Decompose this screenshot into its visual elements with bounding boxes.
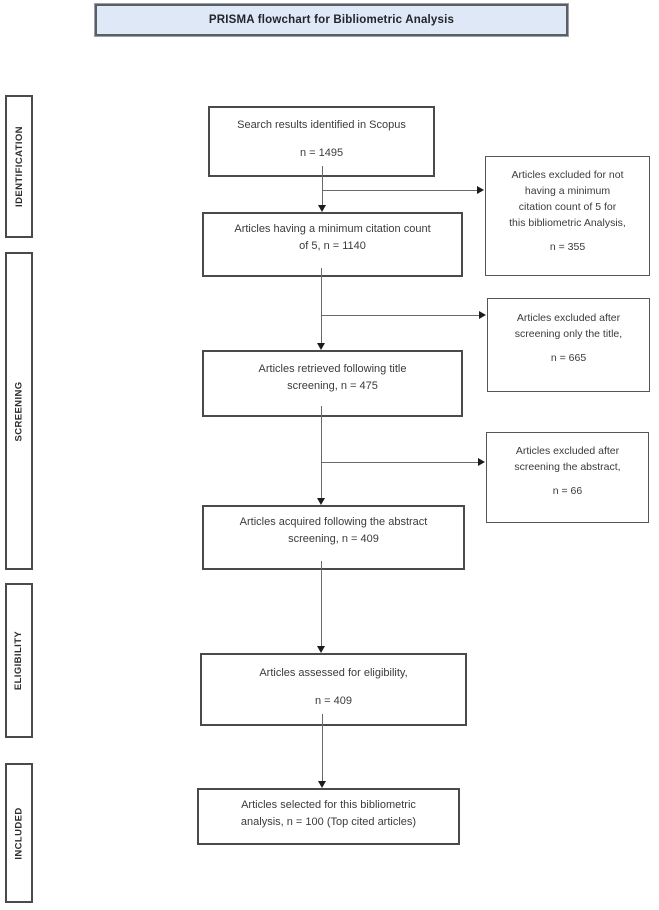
stage-included: INCLUDED — [5, 763, 33, 903]
flow-box-title-screening-line2: screening, n = 475 — [287, 380, 378, 392]
arrowhead-down-2 — [317, 343, 325, 350]
flow-box-abstract-screening-line1: Articles acquired following the abstract — [239, 516, 428, 528]
exclusion-box-citation-line3: citation count of 5 for — [518, 201, 617, 213]
arrowhead-down-4 — [317, 646, 325, 653]
exclusion-box-citation-line4: this bibliometric Analysis, — [509, 217, 626, 229]
flow-box-included: Articles selected for this bibliometric … — [197, 788, 460, 845]
flow-box-title-screening-line1: Articles retrieved following title — [258, 363, 407, 375]
flow-box-eligibility-line1: Articles assessed for eligibility, — [259, 667, 408, 679]
exclusion-box-abstract: Articles excluded after screening the ab… — [486, 432, 649, 523]
connector-v2 — [321, 268, 322, 344]
flow-box-title-screening: Articles retrieved following title scree… — [202, 350, 463, 417]
connector-v3 — [321, 406, 322, 499]
stage-screening: SCREENING — [5, 252, 33, 570]
stage-identification-label: IDENTIFICATION — [13, 126, 25, 207]
exclusion-box-citation-line1: Articles excluded for not — [511, 169, 624, 181]
exclusion-box-title: Articles excluded after screening only t… — [487, 298, 650, 392]
exclusion-box-abstract-line1: Articles excluded after — [515, 445, 620, 457]
stage-screening-label: SCREENING — [13, 380, 25, 442]
connector-v4 — [321, 561, 322, 647]
arrowhead-down-3 — [317, 498, 325, 505]
flow-box-search-results-count: n = 1495 — [299, 147, 344, 159]
flow-box-abstract-screening-line2: screening, n = 409 — [288, 533, 379, 545]
arrowhead-right-3 — [478, 458, 485, 466]
flow-box-eligibility-count: n = 409 — [314, 695, 352, 707]
flow-box-min-citation-line1: Articles having a minimum citation count — [234, 223, 431, 235]
exclusion-box-citation-line2: having a minimum — [524, 185, 611, 197]
stage-included-label: INCLUDED — [13, 806, 25, 860]
arrowhead-down-5 — [318, 781, 326, 788]
diagram-title: PRISMA flowchart for Bibliometric Analys… — [94, 3, 569, 37]
flow-box-included-line2: analysis, n = 100 (Top cited articles) — [240, 816, 417, 828]
exclusion-box-citation-count: n = 355 — [549, 241, 586, 253]
flow-box-min-citation: Articles having a minimum citation count… — [202, 212, 463, 277]
flow-box-min-citation-line2: of 5, n = 1140 — [299, 240, 366, 252]
exclusion-box-abstract-line2: screening the abstract, — [514, 461, 621, 473]
arrowhead-right-1 — [477, 186, 484, 194]
exclusion-box-citation: Articles excluded for not having a minim… — [485, 156, 650, 276]
arrowhead-down-1 — [318, 205, 326, 212]
flow-box-search-results-line1: Search results identified in Scopus — [237, 119, 406, 131]
flow-box-included-line1: Articles selected for this bibliometric — [241, 799, 416, 811]
exclusion-box-abstract-count: n = 66 — [552, 485, 583, 497]
flow-box-search-results: Search results identified in Scopus n = … — [208, 106, 435, 177]
flow-box-eligibility: Articles assessed for eligibility, n = 4… — [200, 653, 467, 726]
exclusion-box-title-line2: screening only the title, — [514, 328, 623, 340]
exclusion-box-title-line1: Articles excluded after — [516, 312, 621, 324]
arrowhead-right-2 — [479, 311, 486, 319]
flow-box-abstract-screening: Articles acquired following the abstract… — [202, 505, 465, 570]
stage-eligibility-label: ELIGIBILITY — [13, 630, 25, 691]
connector-h2 — [321, 315, 479, 316]
connector-v1 — [322, 166, 323, 206]
diagram-title-text: PRISMA flowchart for Bibliometric Analys… — [208, 14, 455, 26]
connector-h1 — [322, 190, 477, 191]
exclusion-box-title-count: n = 665 — [550, 352, 587, 364]
connector-v5 — [322, 714, 323, 782]
stage-identification: IDENTIFICATION — [5, 95, 33, 238]
connector-h3 — [321, 462, 478, 463]
stage-eligibility: ELIGIBILITY — [5, 583, 33, 738]
